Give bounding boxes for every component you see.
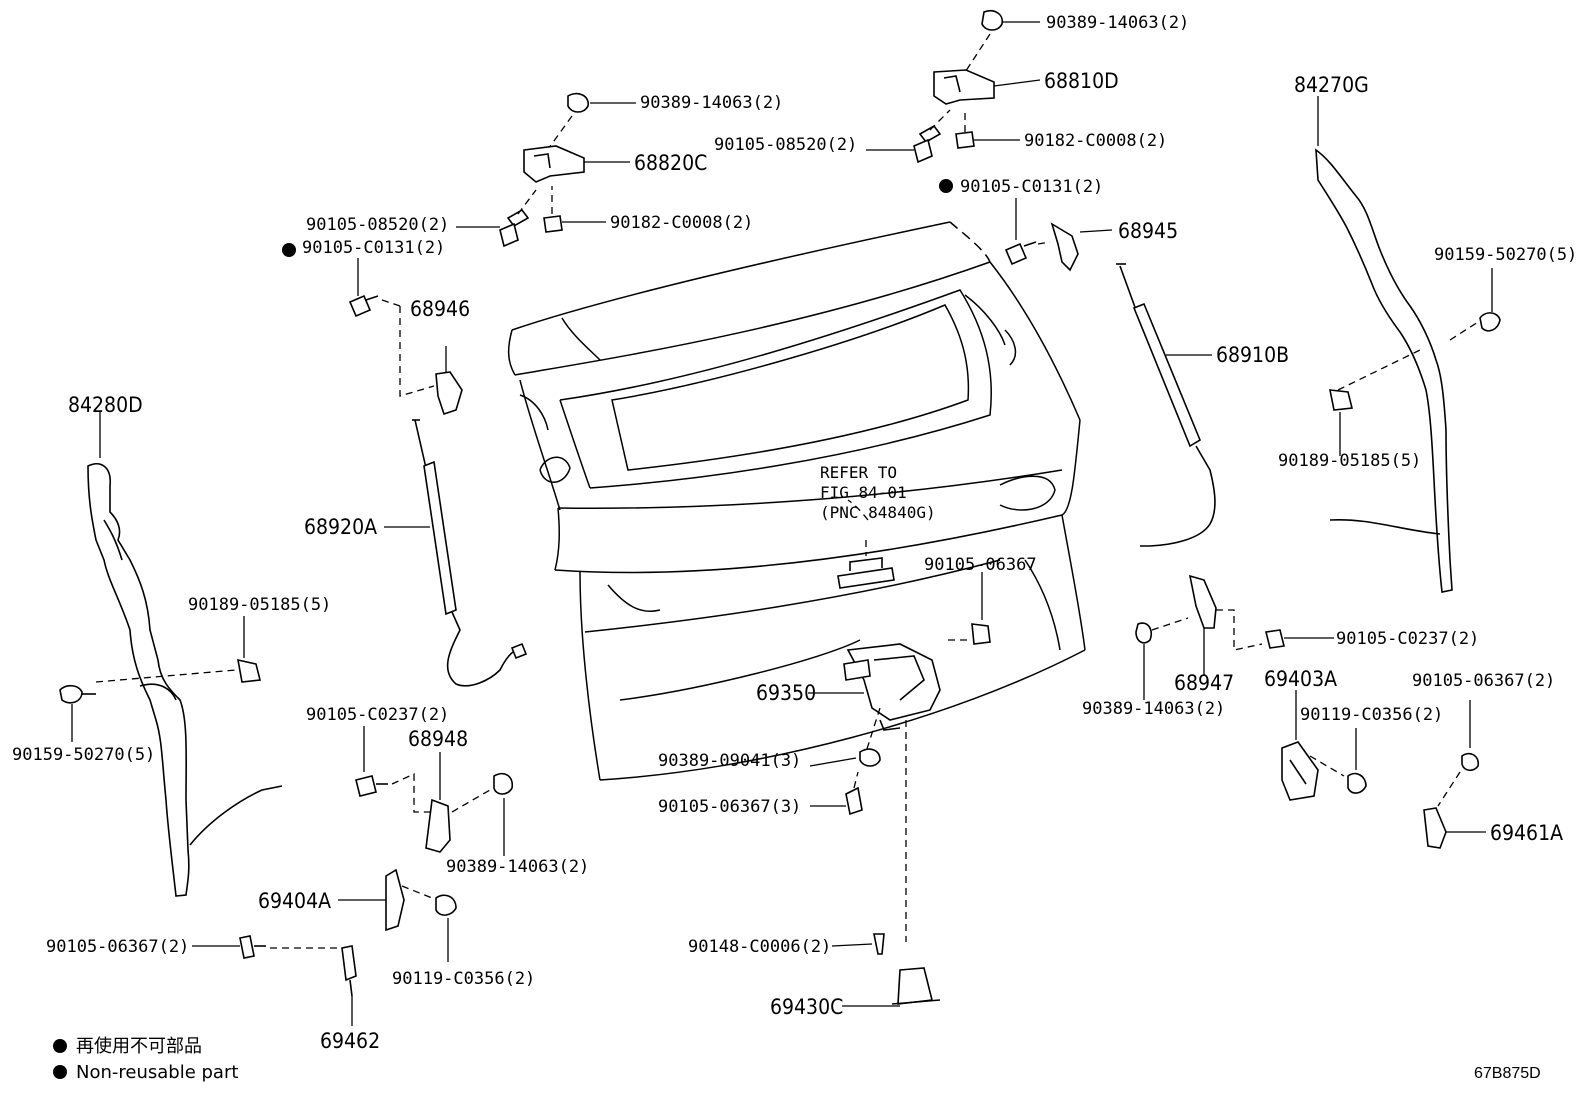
refer-note-line2: FIG 84-01 — [820, 483, 907, 502]
grommet-90389-09041 — [859, 748, 881, 767]
screw-90148 — [873, 933, 885, 955]
label-84280D: 84280D — [68, 393, 143, 417]
part-69462 — [192, 935, 357, 1026]
grommet-90389-68948 — [493, 772, 514, 795]
weatherstrip-84280D — [59, 412, 283, 897]
bolt-90159-left — [59, 684, 83, 704]
label-68945: 68945 — [1118, 219, 1178, 243]
bracket-68947 — [1135, 574, 1334, 700]
label-90189-left: 90189-05185(5) — [188, 595, 331, 615]
legend-english: Non-reusable part — [76, 1062, 238, 1083]
label-90119-left: 90119-C0356(2) — [392, 969, 535, 989]
label-90105-C0131-left: 90105-C0131(2) — [302, 238, 445, 258]
label-69462: 69462 — [320, 1029, 380, 1053]
label-90159-right: 90159-50270(5) — [1434, 245, 1577, 265]
legend-dot-en — [53, 1065, 67, 1079]
label-68810D: 68810D — [1044, 69, 1119, 93]
label-68820C: 68820C — [634, 151, 707, 175]
legend: 再使用不可部品 Non-reusable part — [53, 1036, 238, 1083]
label-90189-right: 90189-05185(5) — [1278, 451, 1421, 471]
bolt-90105-C0237-left — [355, 775, 377, 797]
grommet-90389-top-right — [981, 9, 1004, 31]
label-90105-08520-right: 90105-08520(2) — [714, 135, 857, 155]
label-90389-68947: 90389-14063(2) — [1082, 699, 1225, 719]
label-90182-right: 90182-C0008(2) — [1024, 131, 1167, 151]
label-90105-06367-right: 90105-06367(2) — [1412, 671, 1555, 691]
hinge-68820C — [456, 92, 636, 248]
back-door-panel — [507, 221, 1086, 781]
label-69403A: 69403A — [1264, 667, 1337, 691]
bolt-90119-left — [435, 894, 457, 916]
label-68910B: 68910B — [1216, 343, 1289, 367]
label-68947: 68947 — [1174, 671, 1234, 695]
label-90389-09041: 90389-09041(3) — [658, 751, 801, 771]
part-69461A — [1423, 700, 1486, 849]
label-90105-08520-left: 90105-08520(2) — [306, 215, 449, 235]
bracket-68946 — [348, 258, 463, 416]
label-90105-06367-left: 90105-06367(2) — [46, 937, 189, 957]
bolt-90105-C0237-right — [1265, 629, 1285, 649]
label-68946: 68946 — [410, 297, 470, 321]
bracket-68945 — [1004, 198, 1113, 272]
label-90105-C0237-left: 90105-C0237(2) — [306, 705, 449, 725]
bolt-90105-08520-left — [499, 222, 519, 248]
hinge-68810D — [866, 9, 1041, 164]
part-69430C — [831, 933, 941, 1007]
clip-90189-right — [1329, 389, 1353, 411]
label-90105-06367-3: 90105-06367(3) — [658, 797, 801, 817]
label-69350: 69350 — [756, 681, 816, 705]
label-90148: 90148-C0006(2) — [688, 937, 831, 957]
bolt-90105-C0131-left — [348, 294, 372, 318]
nut-90182-right — [955, 131, 975, 149]
label-84270G: 84270G — [1294, 73, 1369, 97]
clip-90189-left — [236, 658, 261, 683]
bolt-90105-08520-right — [918, 124, 942, 144]
grommet-90389-68947 — [1135, 622, 1153, 644]
label-90119-right: 90119-C0356(2) — [1300, 705, 1443, 725]
weatherstrip-84270G — [1315, 96, 1501, 593]
bolt-90105-06367-right — [1461, 752, 1480, 772]
label-69404A: 69404A — [258, 889, 331, 913]
label-90105-C0237-right: 90105-C0237(2) — [1336, 629, 1479, 649]
label-69461A: 69461A — [1490, 821, 1563, 845]
legend-japanese: 再使用不可部品 — [76, 1036, 202, 1057]
part-69403A — [1281, 690, 1367, 801]
label-90389-top-left: 90389-14063(2) — [640, 93, 783, 113]
label-90105-06367-center: 90105-06367 — [924, 555, 1037, 575]
non-reusable-dot-right — [939, 179, 953, 193]
gas-strut-68920A — [384, 419, 528, 687]
lock-69350 — [808, 572, 991, 942]
bolt-90105-C0131-right — [1004, 242, 1028, 266]
label-90105-C0131-right: 90105-C0131(2) — [960, 177, 1103, 197]
bolt-90159-right — [1479, 312, 1501, 332]
nut-90182-left — [543, 215, 563, 233]
refer-note-line1: REFER TO — [820, 463, 897, 482]
figure-code: 67B875D — [1474, 1065, 1541, 1082]
label-90389-68948: 90389-14063(2) — [446, 857, 589, 877]
label-90159-left: 90159-50270(5) — [12, 745, 155, 765]
non-reusable-dot-left — [282, 243, 296, 257]
bolt-90105-06367-3 — [845, 786, 863, 816]
label-90389-top-right: 90389-14063(2) — [1046, 13, 1189, 33]
bolt-90105-06367-center — [971, 623, 991, 645]
label-68920A: 68920A — [304, 515, 377, 539]
gas-strut-68910B — [1116, 263, 1216, 547]
label-68948: 68948 — [408, 727, 468, 751]
bolt-90105-06367-left — [239, 935, 255, 959]
bracket-68948 — [355, 726, 514, 856]
refer-note-line3: (PNC 84840G) — [820, 503, 936, 522]
grommet-90389-top-left — [567, 92, 589, 113]
label-69430C: 69430C — [770, 995, 843, 1019]
bolt-90119-right — [1347, 772, 1367, 794]
part-69404A — [338, 868, 457, 962]
legend-dot-jp — [53, 1039, 67, 1053]
label-90182-left: 90182-C0008(2) — [610, 213, 753, 233]
